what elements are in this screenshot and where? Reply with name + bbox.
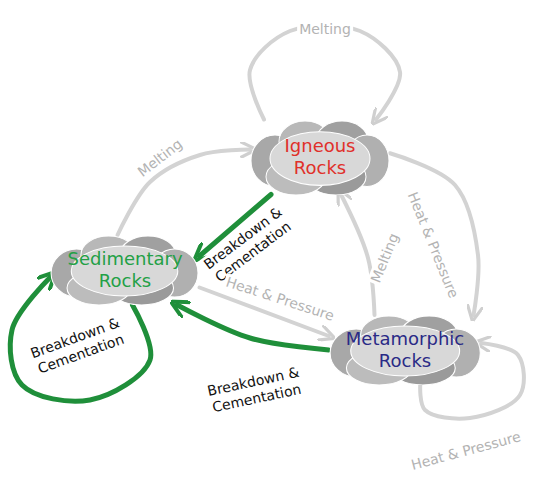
process-arrow xyxy=(341,195,375,316)
process-label: Breakdown & Cementation xyxy=(23,312,132,379)
rock-type-label: Igneous Rocks xyxy=(284,135,355,180)
process-label: Breakdown & Cementation xyxy=(201,363,310,417)
process-arrow xyxy=(390,153,479,315)
process-label: Melting xyxy=(297,21,353,38)
process-label: Heat & Pressure xyxy=(407,428,524,474)
rock-blob xyxy=(270,131,370,185)
process-label: Melting xyxy=(367,229,403,287)
process-label: Melting xyxy=(133,134,187,182)
process-label: Heat & Pressure xyxy=(403,188,462,303)
rock-type-label: Sedimentary Rocks xyxy=(67,248,182,293)
process-arrow xyxy=(249,25,400,119)
process-arrow xyxy=(118,150,250,236)
process-label: Breakdown & Cementation xyxy=(196,200,299,289)
sedimentary-cloud: Sedimentary Rocks xyxy=(50,235,199,305)
igneous-cloud: Igneous Rocks xyxy=(250,120,390,195)
metamorphic-cloud: Metamorphic Rocks xyxy=(329,315,481,385)
process-label: Heat & Pressure xyxy=(222,273,338,325)
rock-type-label: Metamorphic Rocks xyxy=(346,328,464,373)
